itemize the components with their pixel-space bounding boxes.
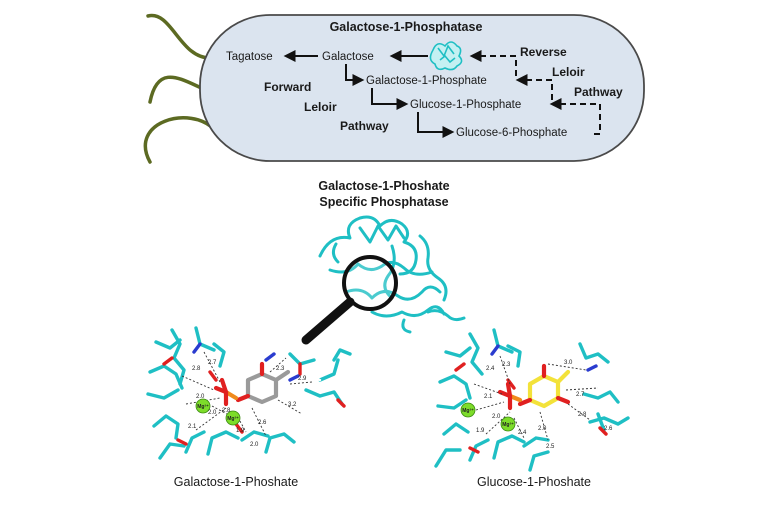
distance-label: 2.0	[196, 394, 205, 400]
forward-label: Forward	[264, 80, 311, 94]
enzyme-label: Galactose-1-Phosphatase	[330, 20, 483, 34]
metabolite-galactose-1-phosphate: Galactose-1-Phosphate	[366, 75, 487, 87]
forward-pathway-label: Pathway	[340, 119, 389, 133]
distance-label: 2.0	[208, 410, 217, 416]
distance-label: 2.6	[258, 420, 267, 426]
active-site-galactose-1-phosphate: Mg²⁺ Mg²⁺ 2.8 2.7 2.0 2.0 2.1 1.9 2.3 2.…	[146, 326, 352, 460]
distance-label: 2.8	[192, 366, 201, 372]
magnifying-glass-icon	[301, 255, 398, 345]
right-mg-ion-1	[460, 402, 476, 418]
flagellum-bottom	[143, 116, 217, 164]
left-mg-label-1: Mg²⁺	[197, 404, 209, 410]
distance-label: 2.1	[484, 394, 493, 400]
right-distance-labels: 2.4 2.3 2.1 2.0 1.9 2.4 3.0 2.7 2.8 2.0 …	[476, 360, 613, 450]
right-site-caption: Glucose-1-Phoshate	[477, 475, 591, 489]
distance-label: 2.3	[276, 366, 285, 372]
arrow-glc1p-to-glc6p	[417, 112, 455, 138]
bacterial-cell	[199, 14, 645, 162]
distance-label: 2.9	[298, 376, 307, 382]
right-hbonds	[473, 355, 599, 441]
protein-structure	[318, 215, 466, 334]
distance-label: 2.8	[578, 412, 587, 418]
phosphatase-title-line2: Specific Phosphatase	[319, 195, 448, 209]
phosphatase-title-line1: Galactose-1-Phoshate	[318, 179, 449, 193]
reverse-pathway-label: Pathway	[574, 85, 623, 99]
right-mg-ion-2	[500, 416, 516, 432]
right-magnesium-ions: Mg²⁺ Mg²⁺	[460, 402, 516, 432]
distance-label: 2.4	[518, 430, 527, 436]
arrow-gal1p-to-glc1p	[371, 88, 409, 110]
metabolite-tagatose: Tagatose	[226, 51, 273, 63]
distance-label: 2.3	[502, 362, 511, 368]
distance-label: 2.5	[546, 444, 555, 450]
flagellum-middle	[148, 75, 208, 104]
distance-label: 2.7	[576, 392, 585, 398]
arrow-gal1p-to-enzyme	[469, 50, 517, 76]
active-site-glucose-1-phosphate: Mg²⁺ Mg²⁺ 2.4 2.3 2.1 2.0 1.9 2.4 3.0 2.…	[434, 328, 630, 472]
metabolite-glucose-1-phosphate: Glucose-1-Phosphate	[410, 99, 521, 111]
distance-label: 3.2	[288, 402, 297, 408]
left-hbonds	[181, 351, 313, 437]
right-residue-sticks	[434, 328, 630, 472]
left-magnesium-ions: Mg²⁺ Mg²⁺	[195, 398, 241, 426]
distance-label: 2.4	[486, 366, 495, 372]
distance-label: 2.0	[538, 426, 547, 432]
distance-label: 2.7	[208, 360, 217, 366]
distance-label: 2.0	[250, 442, 259, 448]
left-mg-ion-1	[195, 398, 211, 414]
arrow-galactose-to-gal1p	[345, 64, 365, 86]
distance-label: 1.9	[476, 428, 485, 434]
arrow-glc1p-to-gal1p	[515, 74, 553, 100]
distance-label: 2.0	[492, 414, 501, 420]
distance-label: 2.8	[222, 408, 231, 414]
distance-label: 2.6	[604, 426, 613, 432]
distance-label: 3.0	[564, 360, 573, 366]
distance-label: 2.1	[188, 424, 197, 430]
right-mg-label-2: Mg²⁺	[502, 422, 514, 428]
left-site-caption: Galactose-1-Phoshate	[174, 475, 298, 489]
arrow-glc6p-to-glc1p	[549, 98, 601, 135]
forward-leloir-label: Leloir	[304, 100, 337, 114]
reverse-label: Reverse	[520, 45, 567, 59]
reverse-leloir-label: Leloir	[552, 65, 585, 79]
left-mg-ion-2	[225, 410, 241, 426]
magnifier-handle	[301, 297, 355, 345]
left-mg-label-2: Mg²⁺	[227, 416, 239, 422]
metabolite-galactose: Galactose	[322, 51, 374, 63]
right-substrate-glucose	[497, 363, 571, 411]
flagellum-top	[146, 13, 214, 60]
metabolite-glucose-6-phosphate: Glucose-6-Phosphate	[456, 127, 567, 139]
left-residue-sticks	[146, 326, 352, 460]
distance-label: 1.9	[236, 428, 245, 434]
forward-arrows	[283, 50, 455, 138]
enzyme-icon	[429, 41, 463, 71]
right-mg-label-1: Mg²⁺	[462, 408, 474, 414]
left-distance-labels: 2.8 2.7 2.0 2.0 2.1 1.9 2.3 2.9 3.2 2.6 …	[188, 360, 307, 448]
left-substrate-galactose	[213, 361, 291, 407]
magnifier-lens	[342, 255, 398, 311]
reverse-arrows	[469, 50, 601, 135]
flagella-group	[143, 13, 217, 164]
